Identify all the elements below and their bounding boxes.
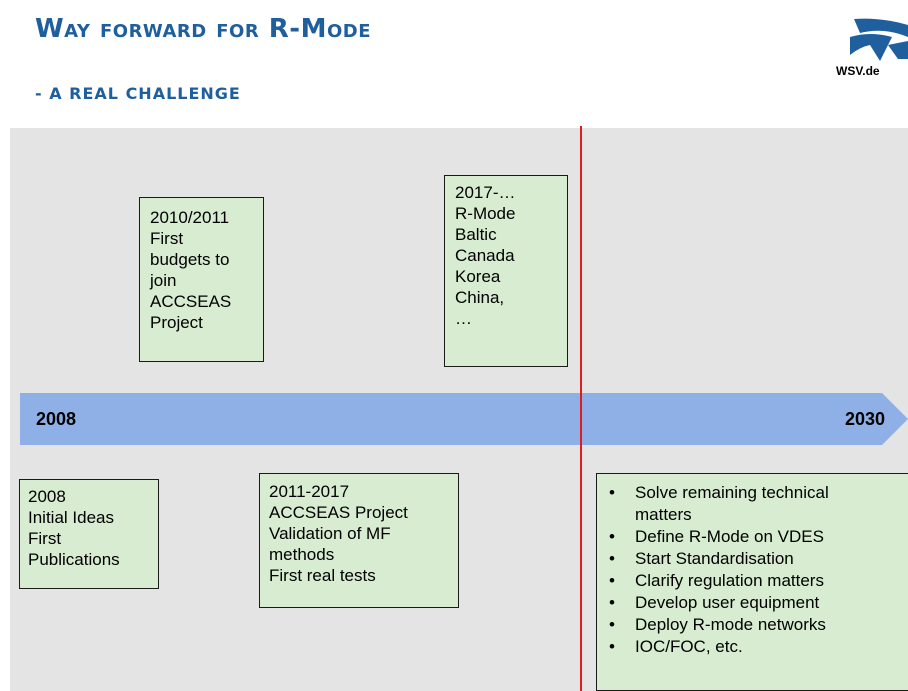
box-line: Project [150, 313, 203, 332]
box-line: ACCSEAS [150, 292, 232, 311]
timeline-start-year: 2008 [36, 409, 77, 429]
wsv-logo-icon [850, 18, 908, 61]
list-item-continuation: matters [635, 505, 692, 524]
list-item: Solve remaining technical [597, 482, 908, 504]
milestone-box-2017: 2017-… R-Mode Baltic Canada Korea China,… [444, 175, 568, 367]
box-line: Korea [455, 267, 501, 286]
box-line: 2011-2017 [269, 482, 350, 501]
box-line: Initial Ideas [28, 508, 114, 527]
box-line: join [150, 271, 177, 290]
list-item: Deploy R-mode networks [597, 614, 908, 636]
box-line: Canada [455, 246, 515, 265]
box-line: … [455, 309, 472, 328]
box-line: China, [455, 288, 505, 307]
future-actions-list: Solve remaining technical matters Define… [597, 482, 908, 658]
timeline-arrow [20, 393, 908, 445]
slide-title: Way forward for R-Mode [35, 14, 371, 44]
box-line: First [150, 229, 184, 248]
list-item: Define R-Mode on VDES [597, 526, 908, 548]
future-actions-box: Solve remaining technical matters Define… [596, 473, 908, 691]
list-item: Start Standardisation [597, 548, 908, 570]
present-divider-line [580, 126, 582, 691]
slide-subtitle: - A REAL CHALLENGE [35, 84, 241, 103]
timeline-end-year: 2030 [845, 409, 886, 429]
box-line: First real tests [269, 566, 376, 585]
milestone-box-2008: 2008 Initial Ideas First Publications [19, 479, 159, 589]
box-line: budgets to [150, 250, 230, 269]
milestone-box-2011: 2011-2017 ACCSEAS Project Validation of … [259, 473, 459, 608]
box-line: R-Mode [455, 204, 516, 223]
box-line: ACCSEAS Project [269, 503, 408, 522]
box-line: First [28, 529, 62, 548]
box-line: methods [269, 545, 335, 564]
milestone-box-2010: 2010/2011 First budgets to join ACCSEAS … [139, 197, 264, 362]
list-item: Develop user equipment [597, 592, 908, 614]
list-item: IOC/FOC, etc. [597, 636, 908, 658]
list-item: Clarify regulation matters [597, 570, 908, 592]
box-line: Baltic [455, 225, 497, 244]
box-line: 2008 [28, 487, 66, 506]
box-line: Publications [28, 550, 120, 569]
logo-text: WSV.de [836, 64, 880, 78]
box-line: Validation of MF [269, 524, 391, 543]
box-line: 2017-… [455, 183, 516, 202]
box-line: 2010/2011 [150, 208, 230, 227]
